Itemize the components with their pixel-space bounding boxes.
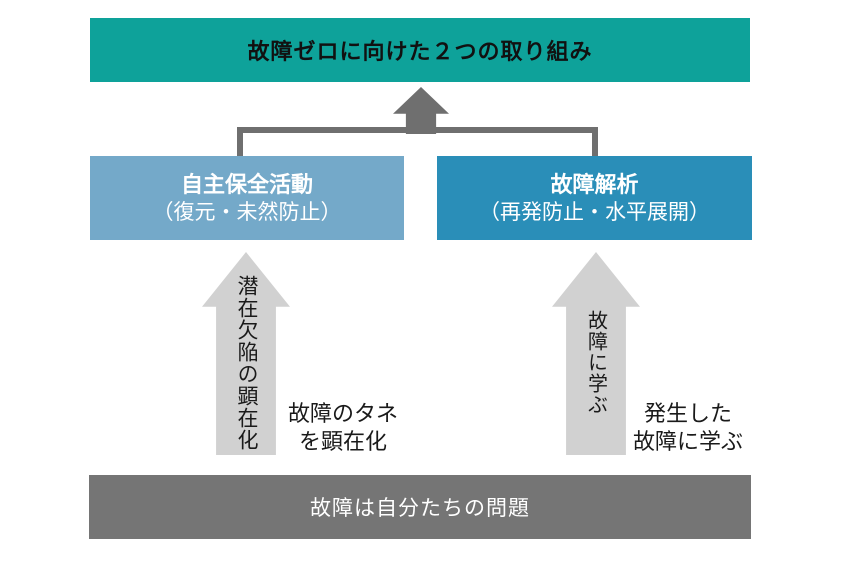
connector-left-drop-line [237, 127, 243, 156]
connector-right-drop-line [592, 127, 598, 156]
goal-box-label: 故障ゼロに向けた２つの取り組み [247, 39, 593, 64]
goal-box: 故障ゼロに向けた２つの取り組み [90, 18, 750, 82]
activity-box-autonomous-maintenance: 自主保全活動 （復元・未然防止） [90, 156, 404, 240]
activity-box-right-title: 故障解析 [550, 171, 639, 197]
activity-box-left-subtitle: （復元・未然防止） [152, 200, 342, 224]
right-arrow-vertical-label: 故障に学ぶ [584, 310, 607, 415]
left-side-note-line2: を顕在化 [298, 429, 387, 454]
connector-horizontal-line [237, 127, 598, 133]
base-box: 故障は自分たちの問題 [89, 475, 751, 539]
activity-box-failure-analysis: 故障解析 （再発防止・水平展開） [437, 156, 752, 240]
activity-box-right-subtitle: （再発防止・水平展開） [479, 200, 710, 224]
right-side-note-line1: 発生した [643, 401, 732, 426]
left-arrow-side-note: 故障のタネ を顕在化 [258, 400, 428, 456]
activity-box-left-title: 自主保全活動 [180, 171, 313, 197]
right-side-note-line2: 故障に学ぶ [632, 429, 743, 454]
left-side-note-line1: 故障のタネ [287, 401, 398, 426]
base-box-label: 故障は自分たちの問題 [310, 497, 530, 520]
right-arrow-side-note: 発生した 故障に学ぶ [603, 400, 773, 456]
left-arrow-vertical-label: 潜在欠陥の顕在化 [235, 274, 258, 451]
